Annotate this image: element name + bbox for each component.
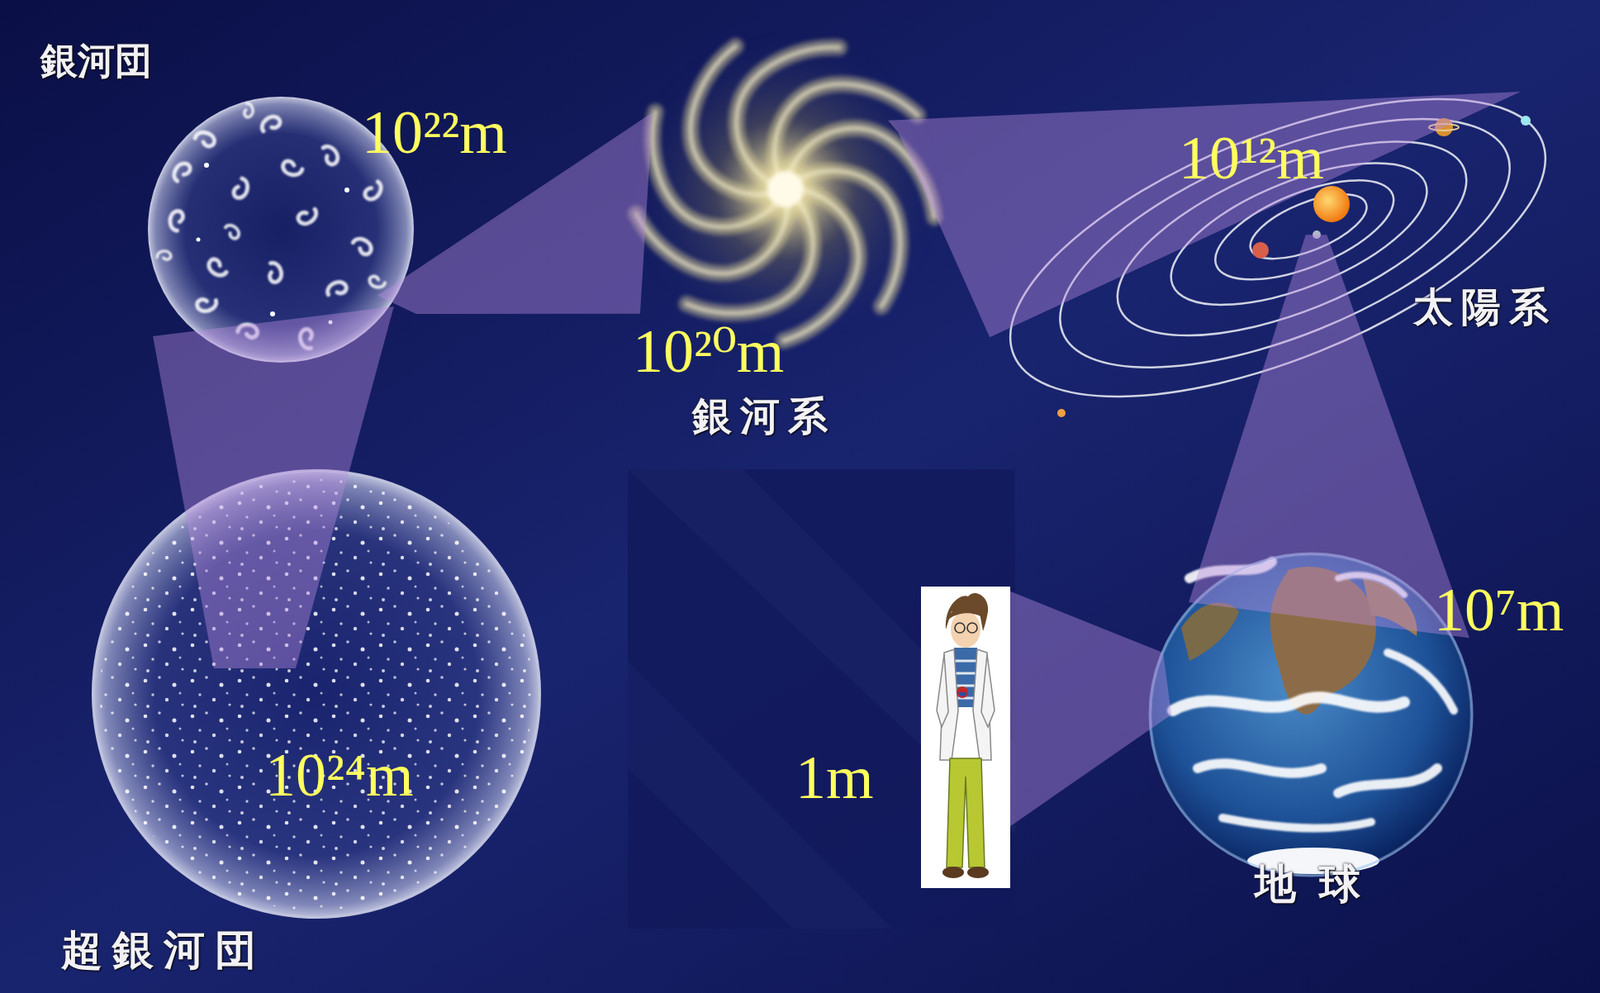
zoom-wedge (152, 306, 395, 669)
solar-system: 10¹²m太陽系 (1020, 81, 1536, 413)
zoom-wedge-fill (1010, 591, 1172, 827)
scale-label: 10²⁴m (265, 744, 414, 806)
zoom-wedge-fill (152, 306, 395, 669)
name-label: 超銀河団 (61, 929, 266, 971)
scale-label: 10²²m (361, 101, 508, 163)
galaxy-spiral-art (626, 31, 950, 353)
scale-label: 10¹²m (1178, 127, 1325, 189)
scale-label: 1m (795, 746, 874, 808)
scale-label: 10²⁰m (632, 320, 784, 382)
zoom-wedge (1010, 591, 1172, 827)
name-label: 銀河団 (40, 42, 152, 80)
middle-panel (627, 469, 1016, 929)
name-label: 銀河系 (692, 395, 836, 436)
supercluster-sphere: 10²⁴m超銀河団 (91, 469, 542, 919)
scale-label: 10⁷m (1433, 579, 1564, 641)
name-label: 地球 (1254, 863, 1384, 905)
name-label: 太陽系 (1413, 286, 1558, 327)
sphere-outline (1149, 553, 1472, 876)
sphere-outline (91, 469, 542, 919)
galaxy-spiral: 10²⁰m銀河系 (632, 40, 939, 338)
earth-globe: 10⁷m地球 (1149, 553, 1472, 876)
person-figure-art (921, 586, 1011, 888)
galaxy-cluster-sphere: 銀河団10²²m (147, 96, 414, 363)
person-figure: 1m (921, 586, 1011, 888)
